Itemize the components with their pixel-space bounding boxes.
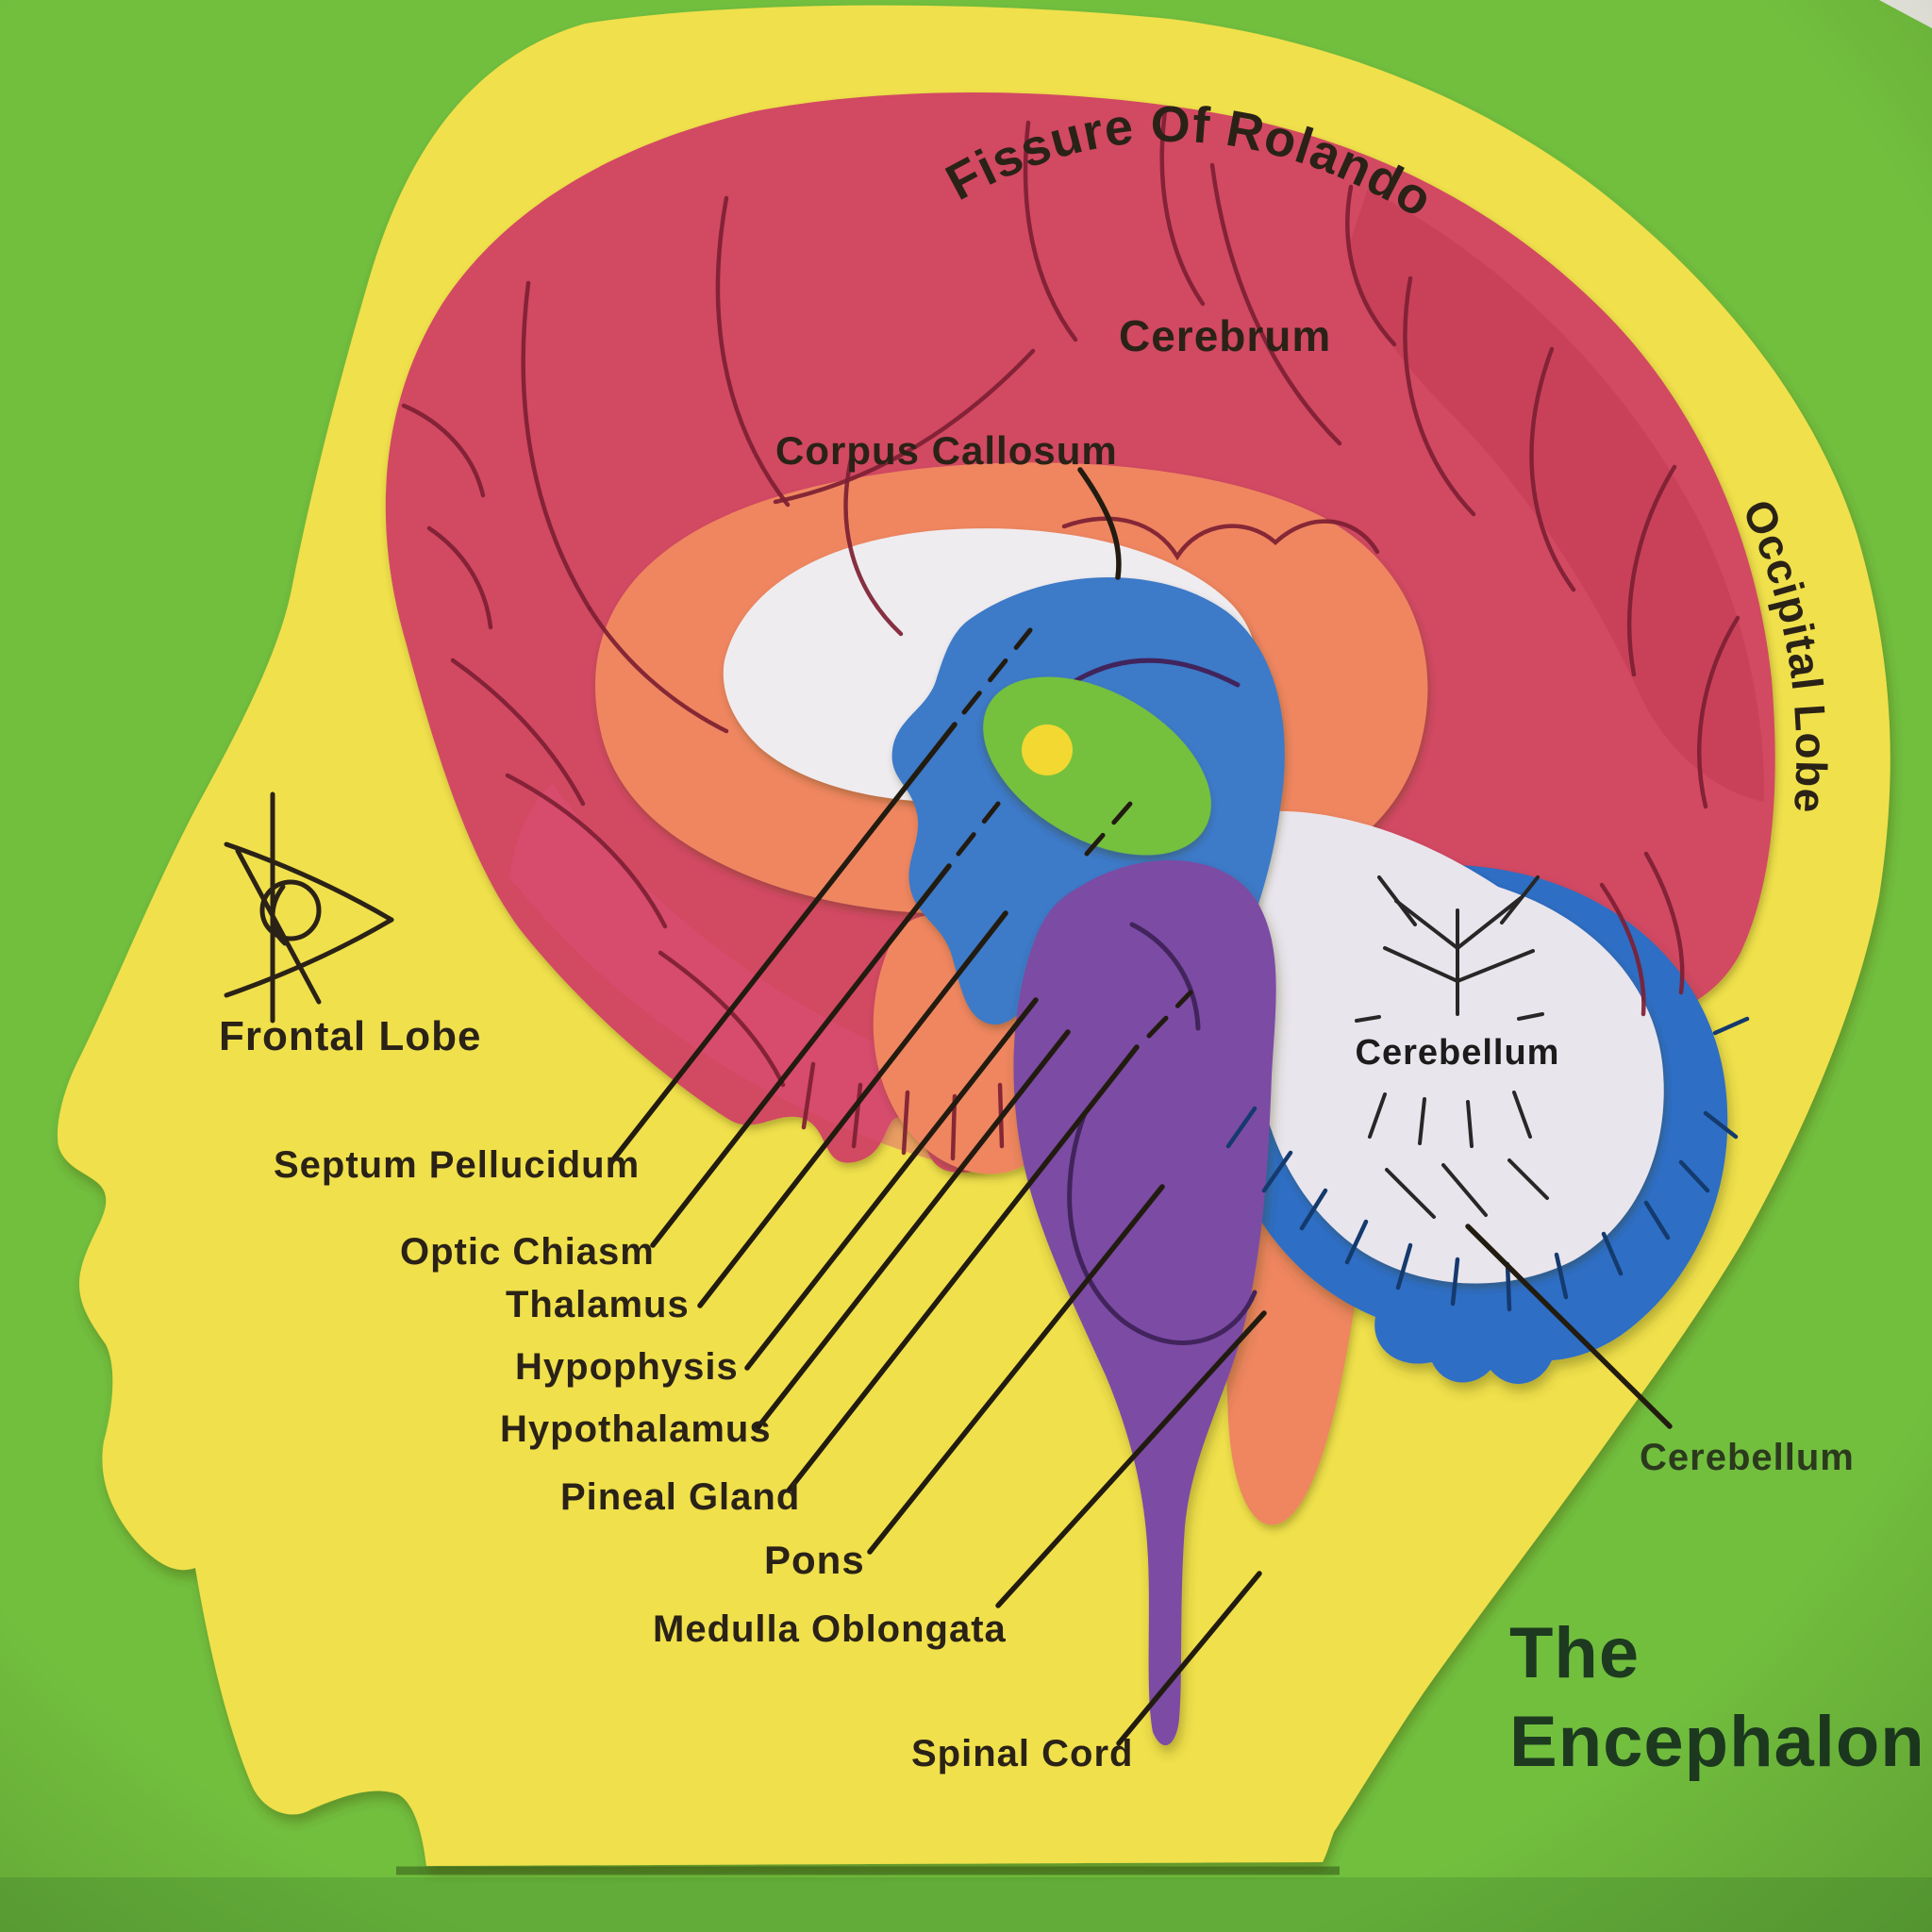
pineal-yellow-dot [1022,724,1073,775]
label-hypothalamus: Hypothalamus [500,1408,772,1450]
label-medulla-oblongata: Medulla Oblongata [653,1608,1007,1650]
green-labels-group: Cerebellum [1640,1437,1855,1478]
title-line-2: Encephalon [1509,1702,1925,1782]
label-pineal-gland: Pineal Gland [560,1476,800,1518]
label-spinal-cord: Spinal Cord [911,1733,1133,1774]
label-frontal-lobe: Frontal Lobe [219,1013,481,1059]
label-septum-pellucidum: Septum Pellucidum [274,1144,640,1186]
label-hypophysis: Hypophysis [515,1346,739,1388]
label-corpus-callosum: Corpus Callosum [775,428,1118,473]
label-pons: Pons [764,1538,865,1582]
label-cerebrum: Cerebrum [1119,311,1331,360]
label-thalamus: Thalamus [506,1284,690,1325]
label-cerebellum-on-piece: Cerebellum [1356,1033,1560,1073]
title-line-1: The [1509,1613,1640,1693]
label-cerebellum-side: Cerebellum [1640,1437,1855,1478]
foam-bottom-edge [0,1877,1932,1932]
label-optic-chiasm: Optic Chiasm [400,1231,655,1273]
